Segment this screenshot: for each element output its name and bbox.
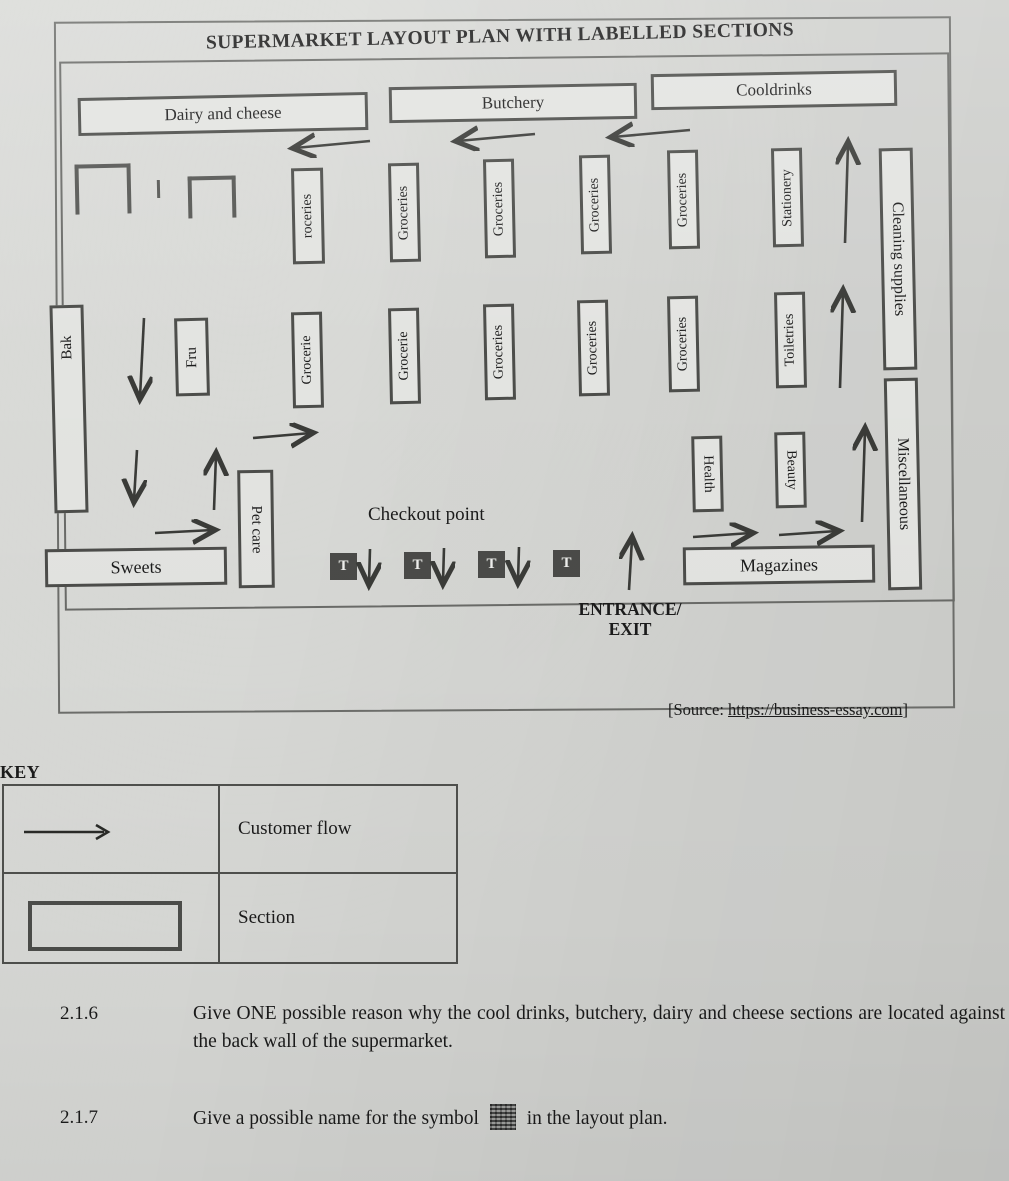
section-label: Groceries (584, 320, 602, 376)
section-label: Fru (183, 346, 200, 368)
aisle-row1-box-1: roceries (290, 167, 326, 265)
section-label: Stationery (778, 168, 796, 227)
aisle-row2-box-toiletries: Toiletries (773, 291, 808, 389)
key-title: KEY (0, 762, 40, 782)
entrance-line-1: ENTRANCE/ (578, 599, 682, 619)
aisle-row2-box-5: Groceries (666, 295, 701, 393)
shelf-tick-mark (156, 179, 161, 199)
section-label: Grocerie (395, 331, 413, 381)
aisle-row2-box-1: Grocerie (290, 311, 325, 409)
key-row-section: Section (4, 874, 456, 962)
section-label: Butchery (481, 92, 545, 113)
till-2: T (404, 552, 431, 579)
section-label: Groceries (674, 316, 692, 372)
key-label-customer-flow: Customer flow (238, 818, 352, 839)
key-symbol-rectangle-cell (4, 874, 220, 962)
question-text-216: Give ONE possible reason why the cool dr… (193, 1003, 1005, 1052)
section-beauty: Beauty (774, 431, 807, 509)
aisle-row1-box-stationery: Stationery (770, 147, 805, 248)
key-row-customer-flow: Customer flow (4, 786, 456, 874)
section-label: Pet care (248, 504, 265, 554)
section-label: Cleaning supplies (888, 201, 909, 317)
aisle-row2-box-4: Groceries (576, 299, 611, 397)
key-symbol-arrow-cell (4, 786, 220, 872)
diagram-source: [Source: https://business-essay.com] (668, 700, 908, 720)
entrance-line-2: EXIT (608, 618, 652, 639)
section-label: Groceries (490, 324, 508, 380)
till-4: T (553, 550, 580, 577)
section-label: Grocerie (298, 335, 316, 385)
supermarket-layout-diagram: SUPERMARKET LAYOUT PLAN WITH LABELLED SE… (44, 16, 956, 720)
section-label: Miscellaneous (894, 437, 913, 531)
section-label: Groceries (395, 185, 413, 240)
aisle-row1-box-3: Groceries (482, 158, 517, 259)
till-3: T (478, 551, 505, 578)
section-label: Sweets (110, 556, 162, 577)
rectangle-icon (28, 901, 182, 951)
aisle-row1-box-5: Groceries (666, 149, 701, 250)
section-label: Groceries (490, 181, 508, 236)
section-label: Groceries (586, 177, 604, 232)
arrow-icon (24, 823, 111, 841)
question-number-216: 2.1.6 (60, 1003, 98, 1024)
till-symbol-icon (489, 1104, 516, 1130)
section-label: Groceries (674, 172, 692, 227)
section-dairy-and-cheese: Dairy and cheese (77, 91, 369, 137)
unlabelled-shelf-shape-1 (74, 163, 132, 215)
section-label: Dairy and cheese (164, 102, 282, 125)
unlabelled-shelf-shape-2 (187, 175, 237, 219)
question-text-217: Give a possible name for the symbol in t… (193, 1104, 973, 1133)
source-suffix: ] (902, 700, 909, 719)
section-miscellaneous: Miscellaneous (883, 377, 923, 591)
section-label: roceries (299, 193, 316, 239)
section-label: Bak (58, 334, 76, 360)
section-label: Toiletries (781, 313, 799, 367)
question-number-217: 2.1.7 (60, 1107, 98, 1128)
checkout-point-label: Checkout point (368, 504, 485, 525)
source-url: https://business-essay.com (728, 700, 903, 719)
section-butchery: Butchery (388, 82, 638, 124)
section-fruit: Fru (174, 317, 210, 397)
aisle-row1-box-4: Groceries (578, 154, 613, 255)
section-sweets: Sweets (44, 546, 228, 588)
section-label: Beauty (783, 450, 799, 490)
section-label: Health (700, 455, 716, 493)
section-cleaning-supplies: Cleaning supplies (878, 147, 918, 371)
key-label-section: Section (238, 907, 295, 928)
section-bakery: Bak (49, 304, 89, 514)
section-magazines: Magazines (682, 544, 876, 586)
entrance-exit-label: ENTRANCE/ EXIT (540, 599, 720, 639)
till-1: T (330, 553, 357, 580)
section-label: Magazines (739, 553, 819, 576)
section-label: Cooldrinks (736, 79, 812, 100)
section-pet-care: Pet care (237, 469, 275, 589)
aisle-row2-box-3: Groceries (482, 303, 517, 401)
section-cooldrinks: Cooldrinks (650, 69, 898, 111)
source-prefix: [Source: (668, 700, 729, 719)
question-217-text-after: in the layout plan. (526, 1108, 668, 1129)
key-table: Customer flow Section (2, 784, 458, 964)
aisle-row2-box-2: Grocerie (387, 307, 422, 405)
question-217-text-before: Give a possible name for the symbol (193, 1108, 479, 1129)
aisle-row1-box-2: Groceries (387, 162, 422, 263)
section-health: Health (691, 435, 724, 513)
